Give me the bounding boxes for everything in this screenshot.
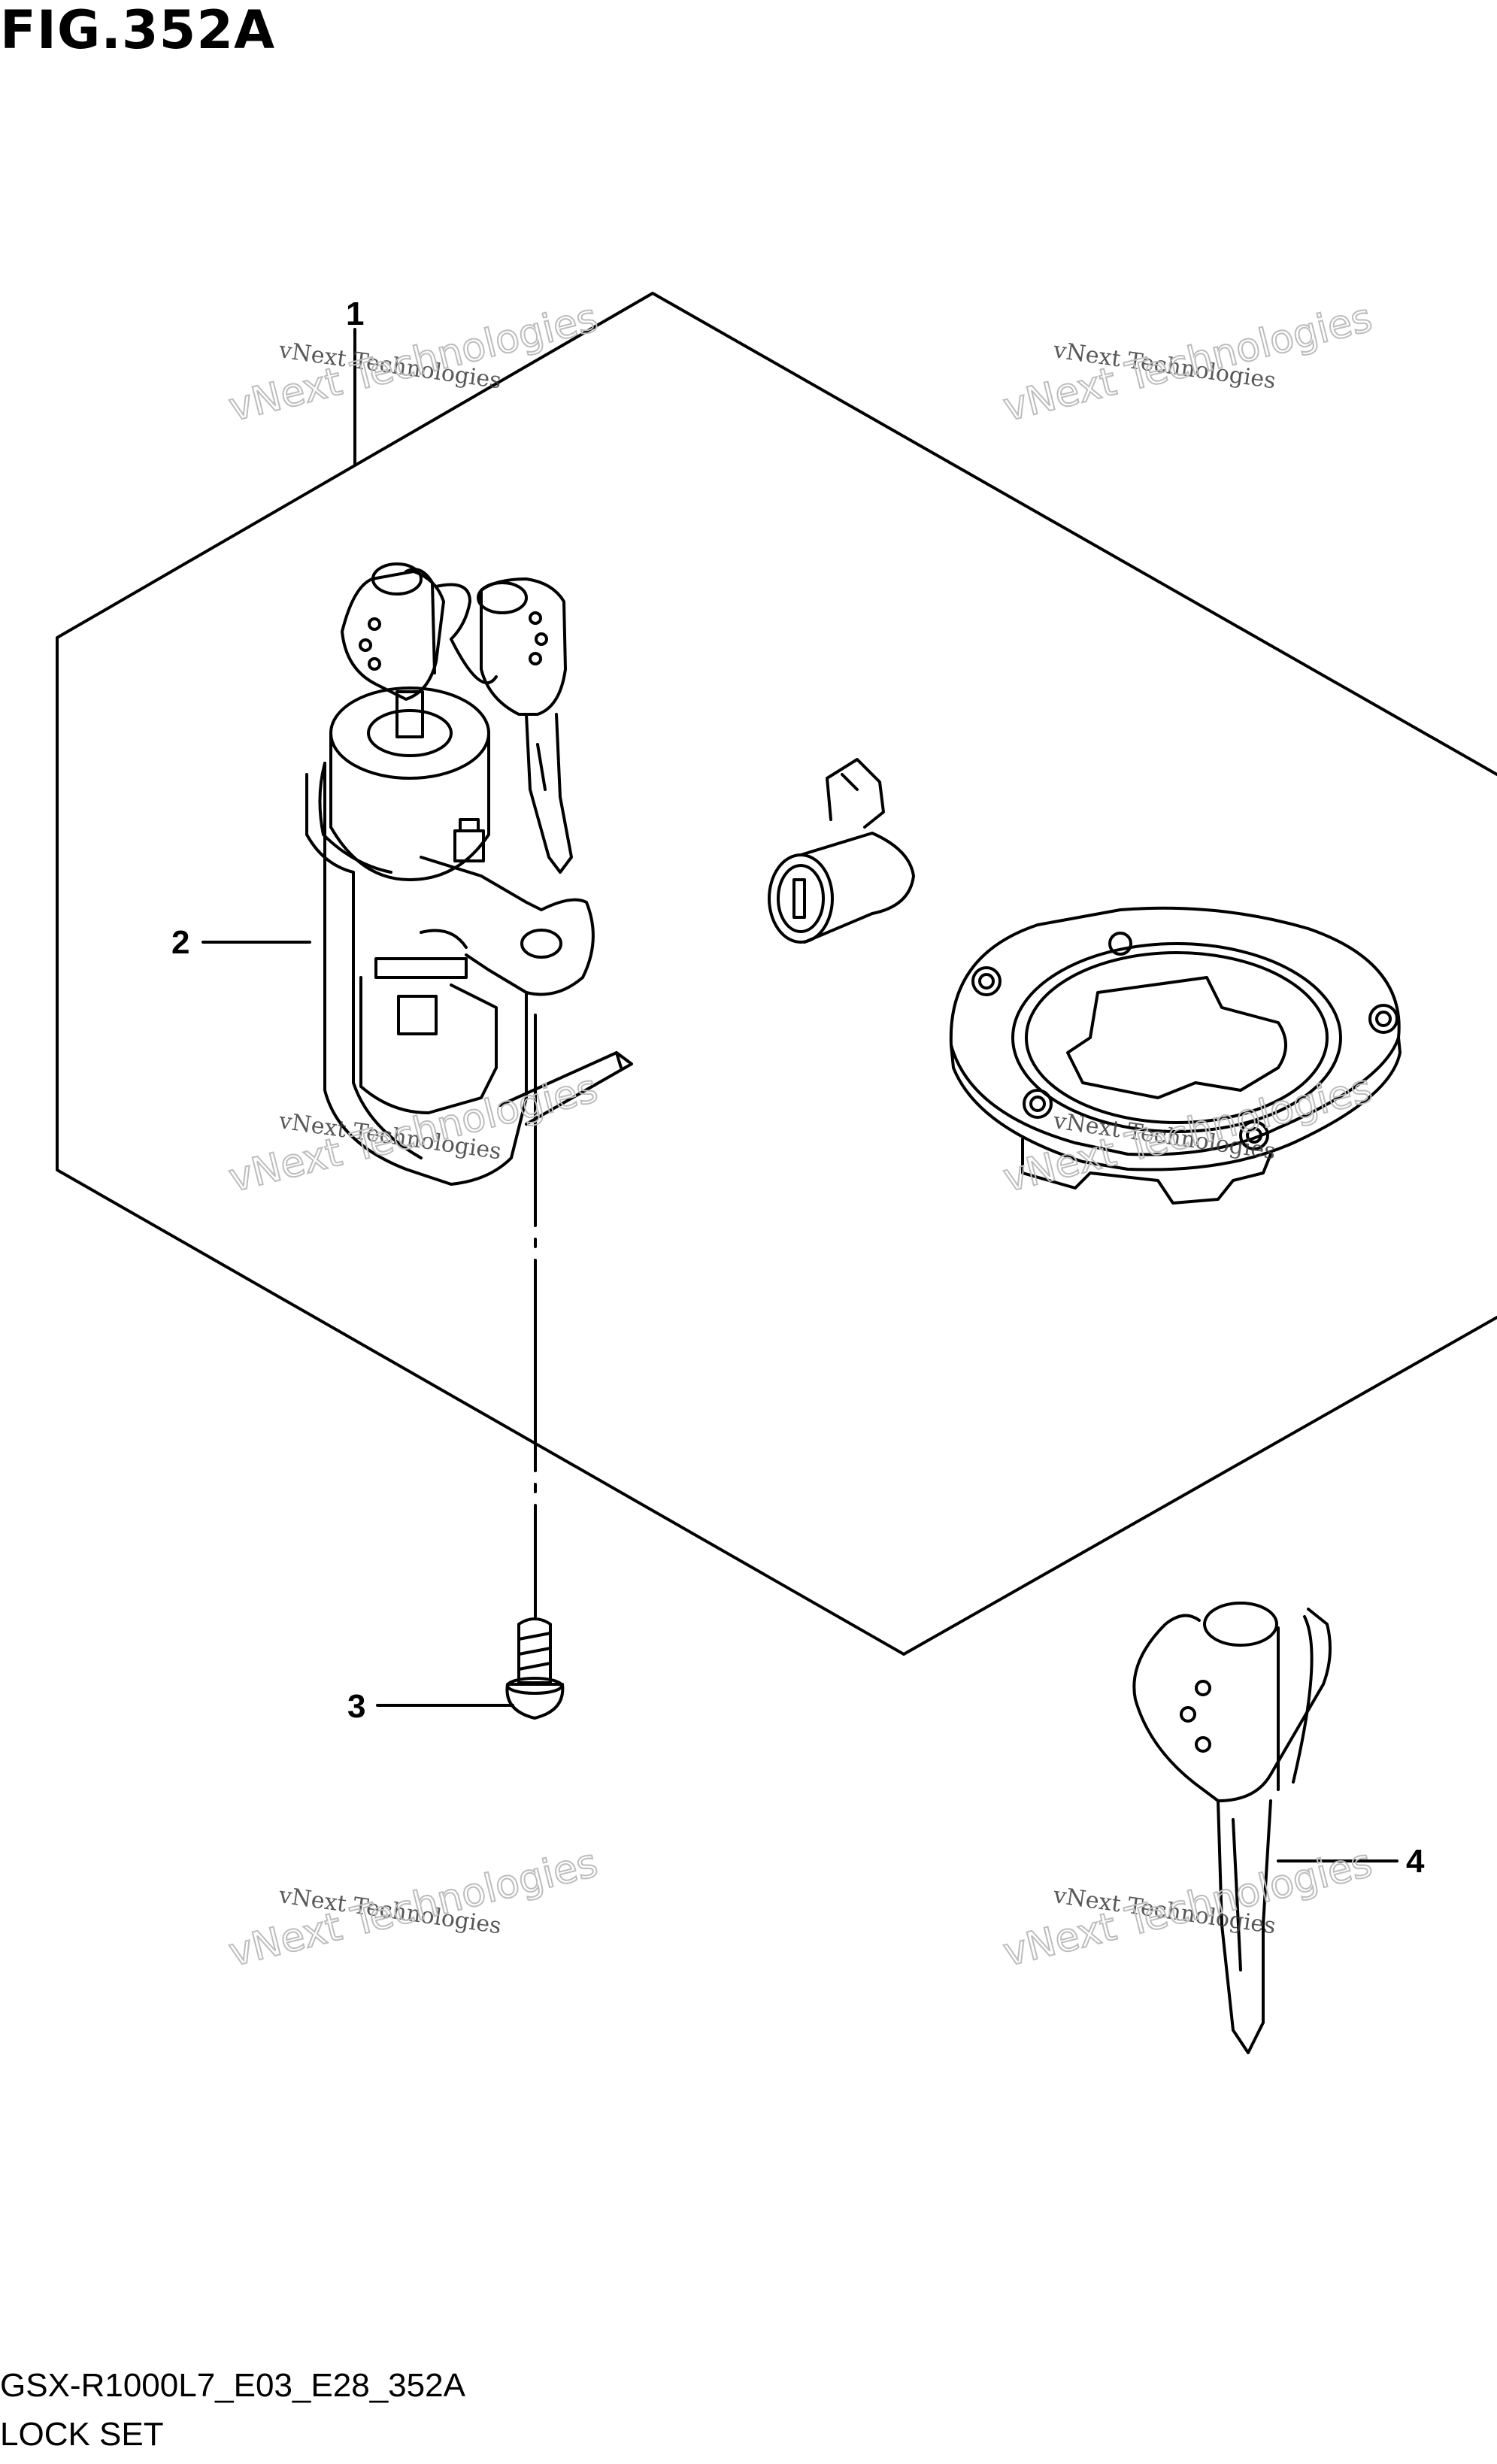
seat-lock-cylinder xyxy=(768,758,915,944)
ignition-keys xyxy=(341,562,573,874)
fuel-tank-cap xyxy=(949,906,1402,1205)
watermark-bottom-left: vNext Technologies vNext Technologies xyxy=(224,1840,603,1977)
watermark-bottom-right: vNext Technologies vNext Technologies xyxy=(999,1840,1377,1977)
ignition-switch xyxy=(305,686,633,1186)
set-outline xyxy=(56,292,1497,1656)
figure-title: FIG.352A xyxy=(0,0,276,61)
watermark-mid-left: vNext Technologies vNext Technologies xyxy=(224,1065,603,1202)
figure-code: GSX-R1000L7_E03_E28_352A xyxy=(0,2367,465,2404)
callout-2: 2 xyxy=(171,924,189,961)
watermark-top-right: vNext Technologies vNext Technologies xyxy=(999,295,1377,432)
callout-1: 1 xyxy=(346,295,364,332)
watermark-top-left: vNext Technologies vNext Technologies xyxy=(224,295,603,432)
callout-3: 3 xyxy=(347,1688,365,1725)
figure-name: LOCK SET xyxy=(0,2416,164,2453)
callout-4: 4 xyxy=(1406,1843,1425,1880)
spare-key xyxy=(1132,1602,1332,2054)
screw xyxy=(505,1617,565,1720)
